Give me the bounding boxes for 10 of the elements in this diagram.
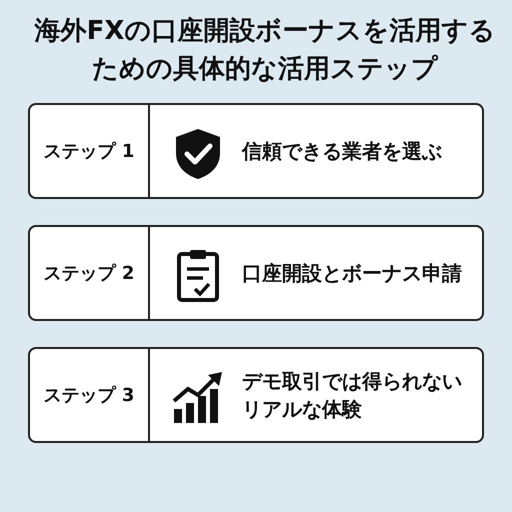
step-label: ステップ 1	[44, 140, 134, 163]
step-card	[28, 225, 484, 321]
step-card	[28, 103, 484, 199]
step-card	[28, 347, 484, 443]
step-label: ステップ 3	[44, 384, 134, 407]
title: 海外FXの口座開設ボーナスを活用するための具体的な活用ステップ	[33, 15, 496, 86]
step-label: ステップ 2	[44, 262, 134, 285]
step-description: 口座開設とボーナス申請	[242, 260, 462, 287]
step-description: デモ取引では得られないリアルな体験	[242, 368, 463, 423]
step-description: 信頼できる業者を選ぶ	[242, 138, 442, 165]
